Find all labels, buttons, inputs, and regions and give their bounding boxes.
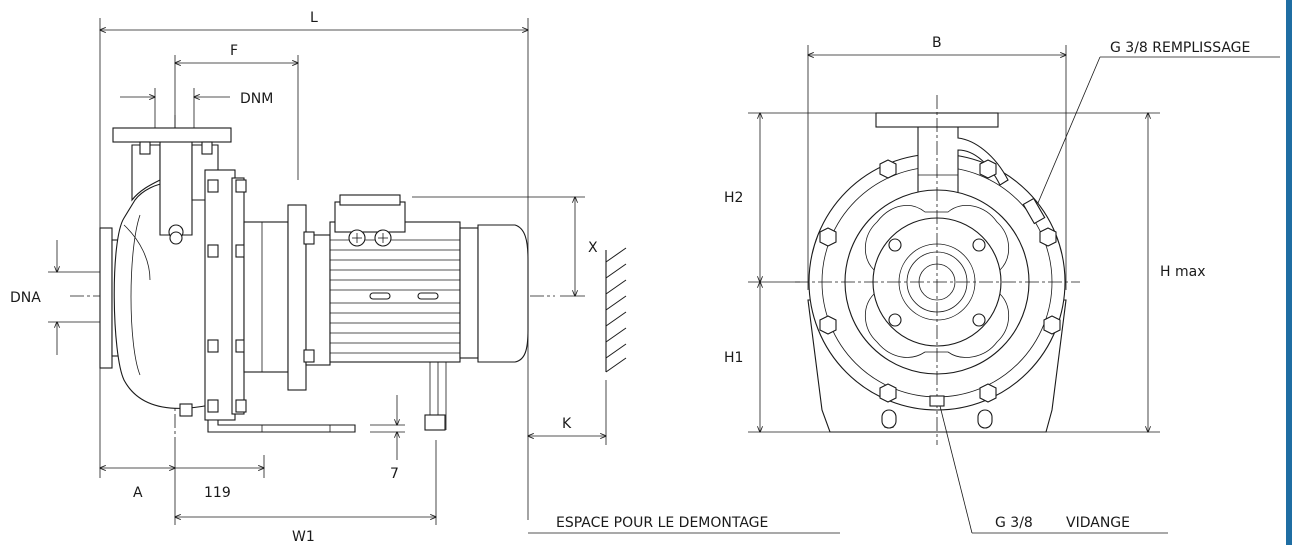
- dim-X: X: [412, 197, 598, 296]
- drain-callout: G 3/8 VIDANGE: [929, 395, 1168, 534]
- dim-DNA: DNA: [10, 240, 100, 355]
- label-DNM: DNM: [240, 91, 273, 107]
- label-drain: VIDANGE: [1066, 515, 1130, 531]
- label-DNA: DNA: [10, 290, 41, 306]
- label-H1: H1: [724, 350, 743, 366]
- label-F: F: [230, 43, 238, 59]
- fill-port-callout: G 3/8 REMPLISSAGE: [1034, 40, 1280, 211]
- dim-H2: H2: [724, 113, 760, 282]
- dim-7: 7: [370, 395, 405, 482]
- wall-hatch: [605, 247, 627, 445]
- dim-K: K: [528, 416, 606, 436]
- dim-B: B: [808, 35, 1066, 290]
- label-W1: W1: [292, 529, 315, 545]
- label-X: X: [588, 240, 598, 256]
- label-B: B: [932, 35, 942, 51]
- accent-edge-bar: [1286, 0, 1292, 545]
- dim-H1: H1: [724, 282, 760, 432]
- fill-port-plug: [1022, 197, 1046, 225]
- label-L: L: [310, 10, 318, 26]
- pump-foot: [207, 419, 356, 433]
- label-disassembly: ESPACE POUR LE DEMONTAGE: [556, 515, 768, 531]
- dim-H-max: H max: [1148, 113, 1205, 432]
- side-view: L F DNM DNA: [10, 10, 840, 545]
- label-7: 7: [390, 466, 399, 482]
- label-drain-size: G 3/8: [995, 515, 1033, 531]
- motor: [329, 194, 529, 431]
- dim-DNM: DNM: [120, 88, 273, 128]
- label-A: A: [133, 485, 143, 501]
- pump-casing: [99, 127, 232, 417]
- dim-W1: W1: [175, 440, 436, 545]
- label-K: K: [562, 416, 572, 432]
- dim-A-119: A 119: [100, 380, 264, 525]
- casing-bolts: [819, 159, 1061, 403]
- disassembly-note: ESPACE POUR LE DEMONTAGE: [528, 515, 840, 534]
- pump-bracket: [204, 169, 331, 421]
- label-fill-port: G 3/8 REMPLISSAGE: [1110, 40, 1250, 56]
- label-H-max: H max: [1160, 264, 1205, 280]
- label-119: 119: [204, 485, 231, 501]
- label-H2: H2: [724, 190, 743, 206]
- front-view: B G 3/8 REMPLISSAGE H2 H1 H max: [724, 35, 1280, 534]
